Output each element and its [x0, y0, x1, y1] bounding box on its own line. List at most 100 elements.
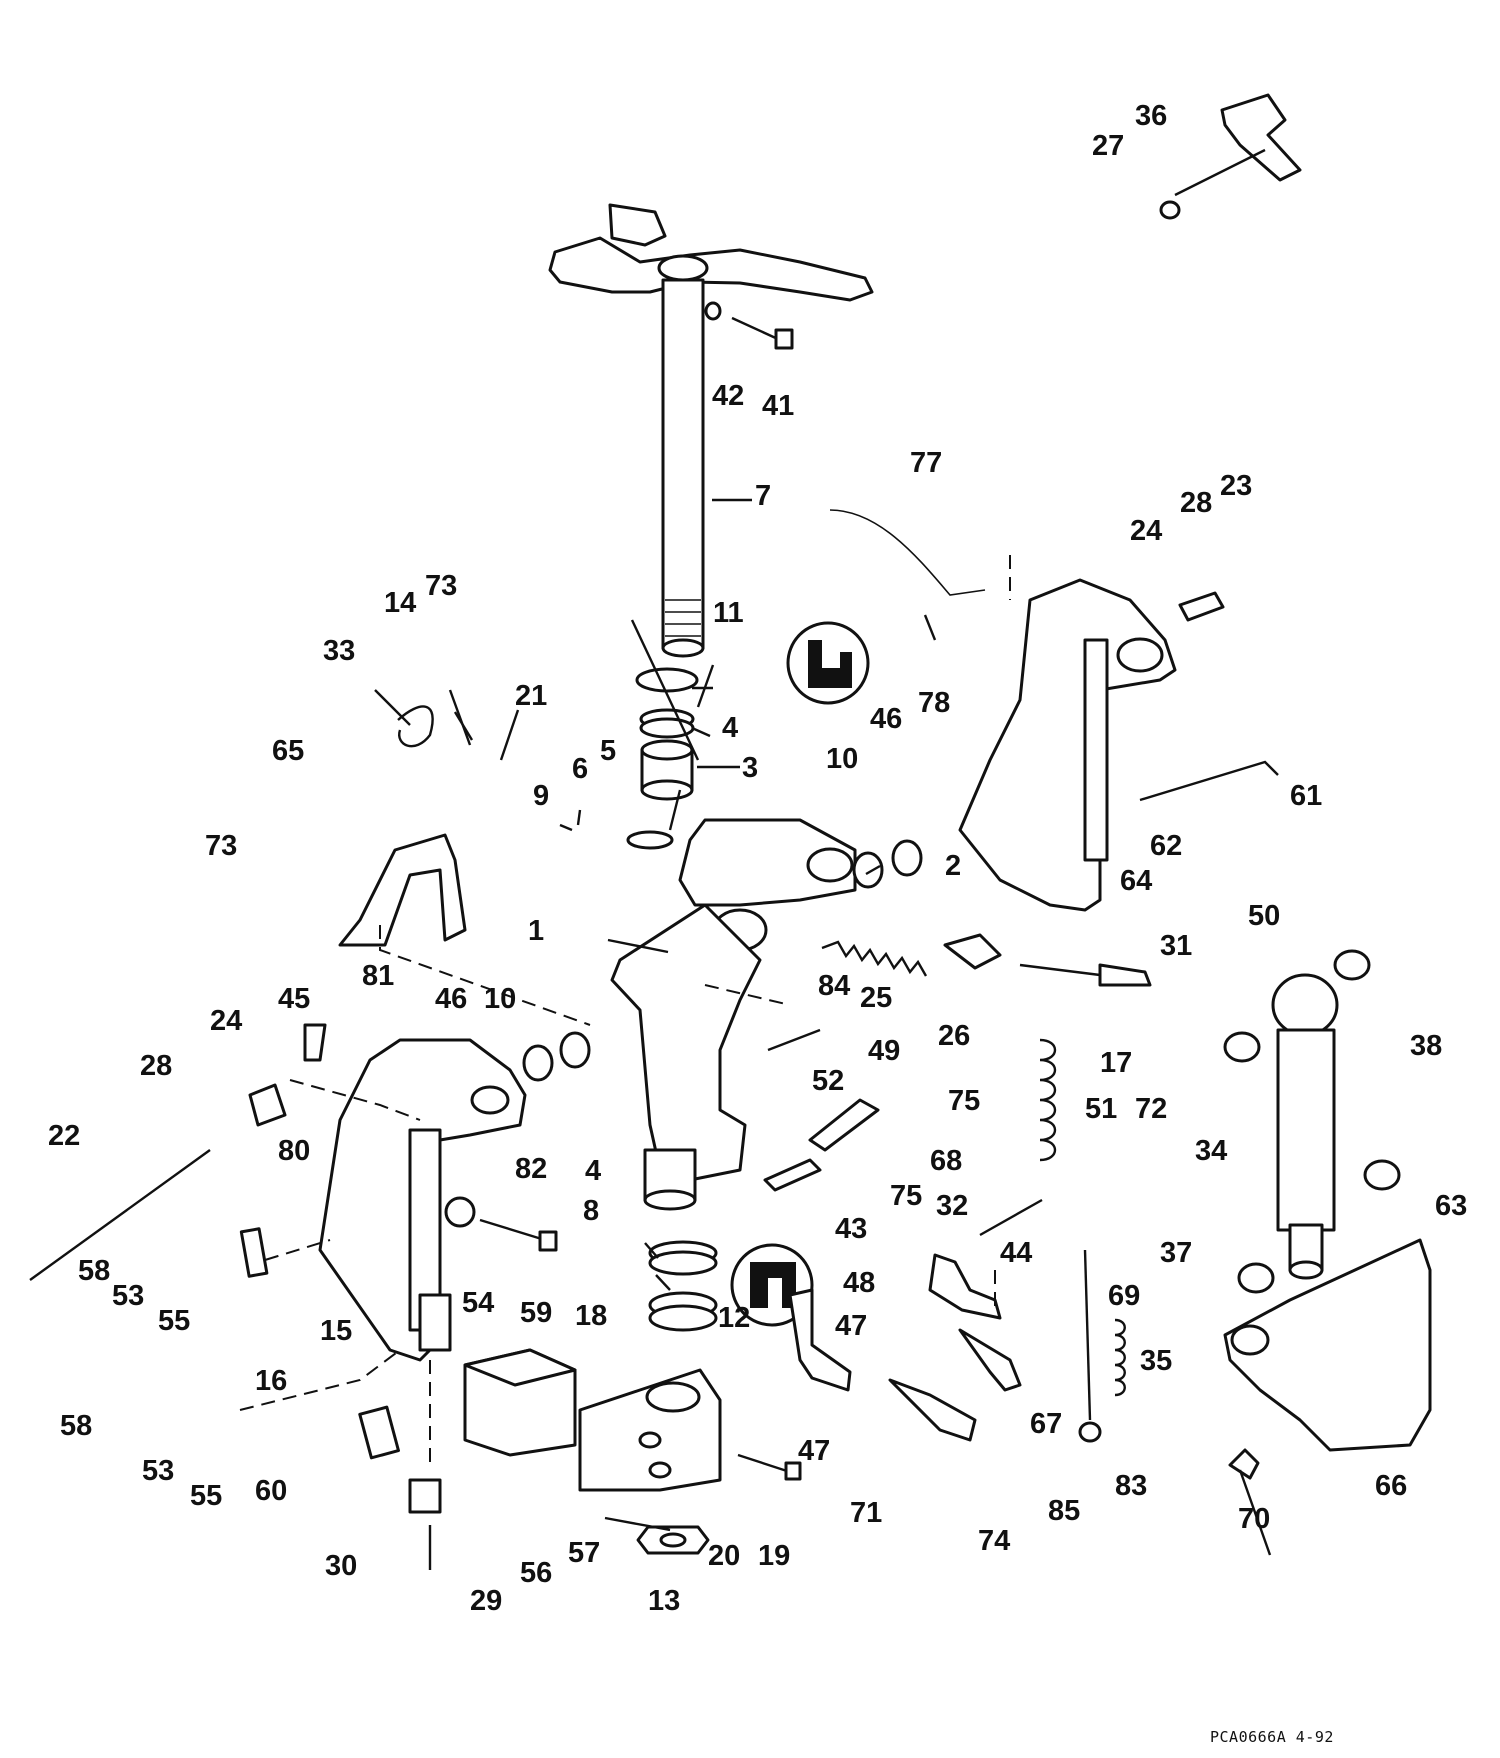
- callout-52: 52: [812, 1065, 844, 1097]
- callout-21: 21: [515, 680, 547, 712]
- callout-34: 34: [1195, 1135, 1227, 1167]
- callout-84: 84: [818, 970, 850, 1002]
- callout-11: 11: [713, 597, 744, 629]
- steering-arm-shaft: [548, 203, 874, 658]
- callout-65: 65: [272, 735, 304, 767]
- callout-75b: 75: [890, 1180, 922, 1212]
- callout-68: 68: [930, 1145, 962, 1177]
- callout-45: 45: [278, 983, 310, 1015]
- callout-3: 3: [742, 752, 758, 784]
- callout-43: 43: [835, 1213, 867, 1245]
- callout-47a: 47: [835, 1310, 867, 1342]
- callout-32: 32: [936, 1190, 968, 1222]
- callout-47b: 47: [798, 1435, 830, 1467]
- callout-53b: 53: [142, 1455, 174, 1487]
- callout-30: 30: [325, 1550, 357, 1582]
- callout-70: 70: [1238, 1503, 1270, 1535]
- callout-19: 19: [758, 1540, 790, 1572]
- callout-72: 72: [1135, 1093, 1167, 1125]
- callout-54: 54: [462, 1287, 494, 1319]
- callout-48: 48: [843, 1267, 875, 1299]
- seal-detail-upper: [786, 621, 870, 705]
- callout-55b: 55: [190, 1480, 222, 1512]
- swivel-bracket: [610, 818, 857, 1211]
- callout-23: 23: [1220, 470, 1252, 502]
- callout-15: 15: [320, 1315, 352, 1347]
- callout-10b: 10: [484, 983, 516, 1015]
- callout-80: 80: [278, 1135, 310, 1167]
- callout-27: 27: [1092, 130, 1124, 162]
- callout-33: 33: [323, 635, 355, 667]
- callout-38: 38: [1410, 1030, 1442, 1062]
- callout-67: 67: [1030, 1408, 1062, 1440]
- callout-69: 69: [1108, 1280, 1140, 1312]
- stern-bracket-right: [958, 578, 1177, 912]
- callout-4b: 4: [585, 1155, 601, 1187]
- callout-83: 83: [1115, 1470, 1147, 1502]
- callout-4a: 4: [722, 712, 738, 744]
- callout-14: 14: [384, 587, 416, 619]
- callout-85: 85: [1048, 1495, 1080, 1527]
- callout-77: 77: [910, 447, 942, 479]
- callout-28a: 28: [1180, 487, 1212, 519]
- callout-29: 29: [470, 1585, 502, 1617]
- callout-42: 42: [712, 380, 744, 412]
- callout-60: 60: [255, 1475, 287, 1507]
- callout-51: 51: [1085, 1093, 1117, 1125]
- callout-36: 36: [1135, 100, 1167, 132]
- callout-16: 16: [255, 1365, 287, 1397]
- callout-24a: 24: [1130, 515, 1162, 547]
- bushings-seals: [626, 667, 718, 1332]
- callout-26: 26: [938, 1020, 970, 1052]
- callout-31: 31: [1160, 930, 1192, 962]
- callout-25: 25: [860, 982, 892, 1014]
- callout-7: 7: [755, 480, 771, 512]
- tilt-bracket: [1223, 1238, 1432, 1556]
- catalog-number: PCA0666A 4-92: [1210, 1728, 1334, 1746]
- callout-58b: 58: [60, 1410, 92, 1442]
- callout-22: 22: [48, 1120, 80, 1152]
- callout-53a: 53: [112, 1280, 144, 1312]
- callout-61: 61: [1290, 780, 1322, 812]
- callout-71: 71: [850, 1497, 882, 1529]
- callout-leaders: [374, 498, 881, 1532]
- callout-78: 78: [918, 687, 950, 719]
- callout-1: 1: [528, 915, 544, 947]
- callout-74: 74: [978, 1525, 1010, 1557]
- callout-9: 9: [533, 780, 549, 812]
- callout-58a: 58: [78, 1255, 110, 1287]
- callout-6: 6: [572, 753, 588, 785]
- callout-55a: 55: [158, 1305, 190, 1337]
- callout-62: 62: [1150, 830, 1182, 862]
- callout-66: 66: [1375, 1470, 1407, 1502]
- hardware-small-parts: [29, 301, 1279, 1570]
- callout-46b: 46: [435, 983, 467, 1015]
- callout-17: 17: [1100, 1047, 1132, 1079]
- callout-2: 2: [945, 850, 961, 882]
- lower-mount: [463, 1348, 722, 1555]
- callout-44: 44: [1000, 1237, 1032, 1269]
- callout-41: 41: [762, 390, 794, 422]
- trim-cylinder: [1223, 949, 1401, 1294]
- callout-73a: 73: [425, 570, 457, 602]
- callout-18: 18: [575, 1300, 607, 1332]
- callout-46a: 46: [870, 703, 902, 735]
- callout-24b: 24: [210, 1005, 242, 1037]
- callout-20: 20: [708, 1540, 740, 1572]
- callout-35: 35: [1140, 1345, 1172, 1377]
- callout-82: 82: [515, 1153, 547, 1185]
- callout-10a: 10: [826, 743, 858, 775]
- callout-50: 50: [1248, 900, 1280, 932]
- callout-81: 81: [362, 960, 394, 992]
- callout-64: 64: [1120, 865, 1152, 897]
- callout-75a: 75: [948, 1085, 980, 1117]
- callout-59: 59: [520, 1297, 552, 1329]
- callout-37: 37: [1160, 1237, 1192, 1269]
- callout-57: 57: [568, 1537, 600, 1569]
- top-right-bracket: [1159, 93, 1302, 220]
- callout-13: 13: [648, 1585, 680, 1617]
- callout-28b: 28: [140, 1050, 172, 1082]
- callout-49: 49: [868, 1035, 900, 1067]
- callout-63: 63: [1435, 1190, 1467, 1222]
